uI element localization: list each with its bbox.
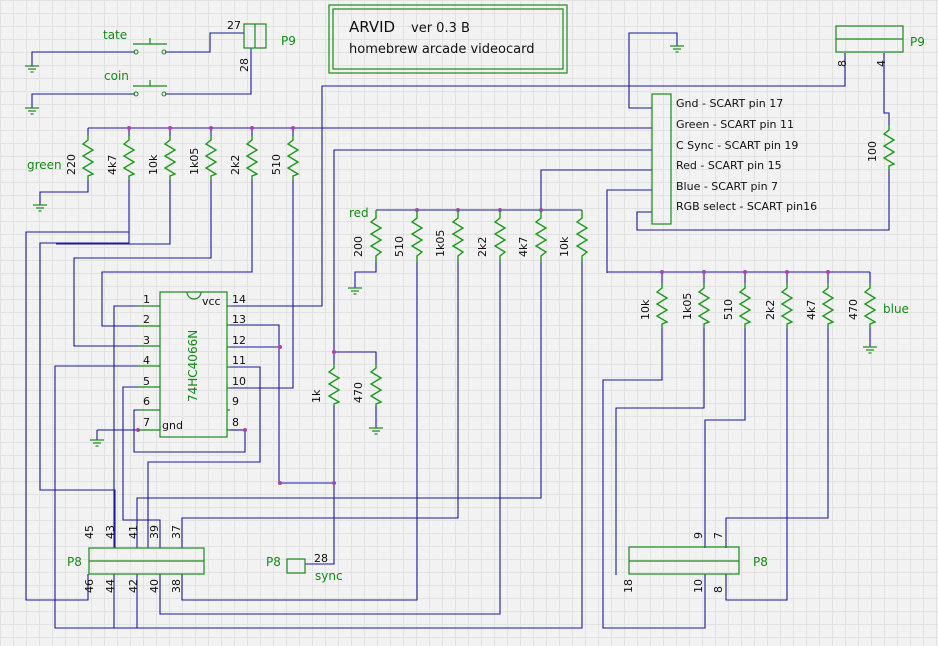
p8-sync-connector: P8 28 sync bbox=[266, 552, 343, 583]
ic-pin-6: 6 bbox=[143, 395, 150, 408]
blue-r2: 1k05 bbox=[681, 293, 694, 320]
title-block: ARVID ver 0.3 B homebrew arcade videocar… bbox=[328, 4, 568, 74]
red-r1: 200 bbox=[352, 236, 365, 257]
blue-r4: 2k2 bbox=[764, 300, 777, 320]
ic-pin-9: 9 bbox=[232, 395, 239, 408]
pin-27: 27 bbox=[227, 19, 241, 32]
ic-pin-13: 13 bbox=[232, 313, 246, 326]
green-r6: 510 bbox=[270, 154, 283, 175]
green-resistors: green 220 4k7 10k 1k05 2k2 510 bbox=[27, 136, 300, 180]
tate-label: tate bbox=[103, 28, 127, 42]
p8-pin-10: 10 bbox=[692, 579, 705, 593]
scart-red: Red - SCART pin 15 bbox=[676, 159, 782, 172]
p9-right-name: P9 bbox=[910, 35, 925, 49]
scart-gnd: Gnd - SCART pin 17 bbox=[676, 97, 783, 110]
ic-pin-3: 3 bbox=[143, 334, 150, 347]
green-r2: 4k7 bbox=[106, 155, 119, 175]
p8-sync-pin: 28 bbox=[314, 552, 328, 565]
r100-resistor: 100 bbox=[866, 125, 896, 170]
ic-pin-10: 10 bbox=[232, 375, 246, 388]
blue-label: blue bbox=[883, 302, 909, 316]
green-r4: 1k05 bbox=[188, 148, 201, 175]
blue-r3: 510 bbox=[722, 299, 735, 320]
tate-switch: tate bbox=[103, 28, 167, 55]
green-r1: 220 bbox=[65, 154, 78, 175]
ic-vcc: vcc bbox=[202, 295, 221, 308]
p8-sync-name: P8 bbox=[266, 555, 281, 569]
green-label: green bbox=[27, 158, 62, 172]
p8-pin-38: 38 bbox=[170, 579, 183, 593]
scart-blue: Blue - SCART pin 7 bbox=[676, 180, 778, 193]
ic-pin-12: 12 bbox=[232, 334, 246, 347]
ic-pin-7: 7 bbox=[143, 416, 150, 429]
sync-r1: 1k bbox=[310, 389, 323, 403]
p9-right-connector: P9 8 4 bbox=[835, 25, 925, 67]
green-r3: 10k bbox=[147, 154, 160, 175]
scart-connector: Gnd - SCART pin 17 Green - SCART pin 11 … bbox=[651, 93, 817, 225]
pin-4: 4 bbox=[875, 60, 888, 67]
green-r5: 2k2 bbox=[229, 155, 242, 175]
ic-pin-11: 11 bbox=[232, 354, 246, 367]
p8-pin-39: 39 bbox=[148, 525, 161, 539]
p8-left-name: P8 bbox=[67, 555, 82, 569]
scart-rgb-select: RGB select - SCART pin16 bbox=[676, 200, 817, 213]
coin-label: coin bbox=[104, 69, 129, 83]
p8-pin-18: 18 bbox=[622, 579, 635, 593]
p8-right-connector: P8 9 7 18 10 8 bbox=[622, 532, 768, 593]
ic-pin-5: 5 bbox=[143, 375, 150, 388]
p8-sync-label: sync bbox=[315, 569, 343, 583]
switches: tate coin bbox=[103, 28, 167, 97]
ic-gnd: gnd bbox=[162, 419, 183, 432]
p8-pin-40: 40 bbox=[148, 579, 161, 593]
ic-pin-4: 4 bbox=[143, 354, 150, 367]
p8-pin-43: 43 bbox=[104, 525, 117, 539]
red-resistors: red 200 510 1k05 2k2 4k7 10k bbox=[349, 206, 589, 262]
pin-28: 28 bbox=[238, 58, 251, 72]
p8-pin-44: 44 bbox=[104, 579, 117, 593]
title-name: ARVID bbox=[349, 18, 395, 36]
p8-pin-45: 45 bbox=[83, 525, 96, 539]
ic-74hc4066n: 1 2 3 4 5 6 7 14 13 12 11 10 9 8 vcc gnd… bbox=[138, 291, 246, 438]
ic-pin-2: 2 bbox=[143, 313, 150, 326]
red-r2: 510 bbox=[393, 236, 406, 257]
red-r3: 1k05 bbox=[434, 230, 447, 257]
ic-name: 74HC4066N bbox=[186, 330, 200, 402]
red-label: red bbox=[349, 206, 369, 220]
p8-pin-42: 42 bbox=[127, 579, 140, 593]
p9-left-name: P9 bbox=[281, 34, 296, 48]
ic-pin-8: 8 bbox=[232, 416, 239, 429]
blue-r6: 470 bbox=[847, 299, 860, 320]
red-r5: 4k7 bbox=[517, 237, 530, 257]
sync-r2: 470 bbox=[352, 382, 365, 403]
ic-pin-1: 1 bbox=[143, 293, 150, 306]
red-r6: 10k bbox=[558, 236, 571, 257]
title-version: ver 0.3 B bbox=[411, 21, 470, 36]
red-r4: 2k2 bbox=[476, 237, 489, 257]
wires bbox=[25, 32, 890, 629]
ground-symbols bbox=[25, 45, 877, 447]
coin-switch: coin bbox=[104, 69, 167, 97]
pin-8: 8 bbox=[836, 60, 849, 67]
blue-r1: 10k bbox=[639, 299, 652, 320]
sync-resistors: 1k 470 bbox=[310, 364, 383, 406]
p8-pin-7: 7 bbox=[712, 532, 725, 539]
p9-left-connector: 27 28 P9 bbox=[227, 19, 296, 72]
title-subtitle: homebrew arcade videocard bbox=[349, 42, 534, 57]
scart-green: Green - SCART pin 11 bbox=[676, 118, 794, 131]
p8-pin-37: 37 bbox=[170, 525, 183, 539]
p8-right-name: P8 bbox=[753, 555, 768, 569]
ic-pin-stubs bbox=[138, 305, 230, 431]
p8-pin-9: 9 bbox=[692, 532, 705, 539]
p8-pin-8: 8 bbox=[712, 586, 725, 593]
p8-pin-46: 46 bbox=[83, 579, 96, 593]
r100-value: 100 bbox=[866, 141, 879, 162]
p8-left-connector: P8 45 43 41 39 37 46 44 42 40 38 bbox=[67, 525, 205, 593]
blue-resistors: blue 10k 1k05 510 2k2 4k7 470 bbox=[639, 283, 909, 328]
scart-csync: C Sync - SCART pin 19 bbox=[676, 139, 798, 152]
p8-pin-41: 41 bbox=[127, 525, 140, 539]
ic-pin-14: 14 bbox=[232, 293, 246, 306]
blue-r5: 4k7 bbox=[805, 300, 818, 320]
